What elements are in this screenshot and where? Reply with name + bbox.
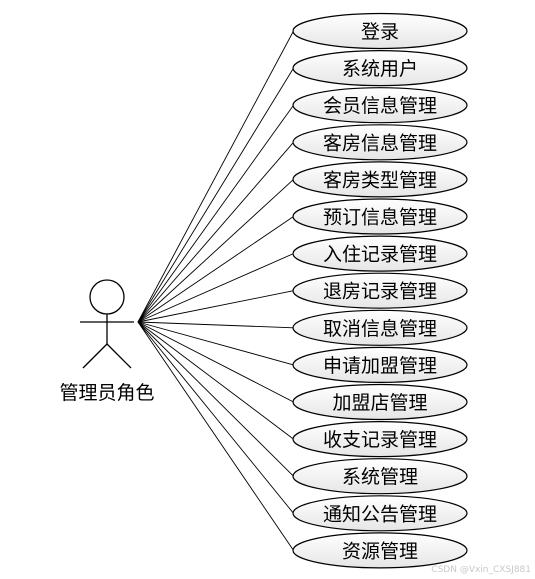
use-case: 通知公告管理 xyxy=(292,495,468,532)
use-case-ellipse xyxy=(292,421,468,458)
use-case: 资源管理 xyxy=(292,532,468,569)
use-case-label: 系统管理 xyxy=(342,466,418,488)
use-case-label: 会员信息管理 xyxy=(323,95,437,117)
association-line xyxy=(137,104,294,323)
use-case-ellipse xyxy=(292,12,468,50)
use-case-label: 系统用户 xyxy=(342,58,418,80)
use-case-ellipse xyxy=(292,458,468,495)
association-line xyxy=(137,321,294,551)
actor-head xyxy=(89,279,125,315)
use-case-list: 登录系统用户会员信息管理客房信息管理客房类型管理预订信息管理入住记录管理退房记录… xyxy=(292,12,468,569)
use-case: 会员信息管理 xyxy=(292,87,468,124)
use-case-ellipse xyxy=(292,532,468,569)
use-case-ellipse xyxy=(292,383,468,421)
association-line xyxy=(137,290,294,323)
use-case: 加盟店管理 xyxy=(292,383,468,421)
association-line xyxy=(137,321,294,366)
actor-label: 管理员角色 xyxy=(59,382,154,404)
use-case-ellipse xyxy=(292,495,468,532)
use-case-ellipse xyxy=(292,87,468,124)
use-case-label: 客房类型管理 xyxy=(323,169,437,191)
actor-figure: 管理员角色 xyxy=(59,279,155,404)
association-line xyxy=(137,321,294,514)
use-case-ellipse xyxy=(292,309,468,346)
use-case-label: 通知公告管理 xyxy=(323,503,437,525)
use-case-label: 入住记录管理 xyxy=(323,244,437,266)
use-case-ellipse xyxy=(292,49,468,87)
use-case-label: 客房信息管理 xyxy=(323,132,437,154)
use-case: 客房类型管理 xyxy=(292,161,468,198)
use-case-label: 登录 xyxy=(361,21,399,43)
actor-leg-right xyxy=(106,343,132,369)
use-case: 客房信息管理 xyxy=(292,124,468,161)
use-case: 系统用户 xyxy=(292,49,468,87)
association-lines xyxy=(137,30,294,551)
association-line xyxy=(137,321,294,440)
watermark: CSDN @Vxin_CXSJ881 xyxy=(431,565,531,575)
use-case: 入住记录管理 xyxy=(292,235,468,272)
use-case: 取消信息管理 xyxy=(292,309,468,346)
use-case: 退房记录管理 xyxy=(292,272,468,309)
use-case-ellipse xyxy=(292,272,468,309)
association-line xyxy=(137,142,294,323)
use-case-ellipse xyxy=(292,124,468,161)
use-case-label: 加盟店管理 xyxy=(332,392,427,414)
use-case: 收支记录管理 xyxy=(292,421,468,458)
use-case-ellipse xyxy=(292,161,468,198)
use-case-label: 预订信息管理 xyxy=(323,207,437,229)
use-case-ellipse xyxy=(292,235,468,272)
use-case: 预订信息管理 xyxy=(292,198,468,235)
association-line xyxy=(137,253,294,323)
use-case-ellipse xyxy=(292,198,468,235)
use-case-label: 资源管理 xyxy=(342,540,418,562)
association-line xyxy=(137,321,294,329)
use-case: 系统管理 xyxy=(292,458,468,495)
association-line xyxy=(137,321,294,403)
association-line xyxy=(137,216,294,323)
use-case-label: 取消信息管理 xyxy=(323,318,437,340)
use-case-ellipse xyxy=(292,346,468,383)
use-case: 申请加盟管理 xyxy=(292,346,468,383)
use-case-label: 收支记录管理 xyxy=(323,429,437,451)
association-line xyxy=(137,321,294,477)
use-case: 登录 xyxy=(292,12,468,50)
use-case-label: 申请加盟管理 xyxy=(323,355,437,377)
association-line xyxy=(137,30,294,323)
actor-leg-left xyxy=(82,343,108,369)
association-line xyxy=(137,67,294,323)
association-line xyxy=(137,179,294,323)
use-case-label: 退房记录管理 xyxy=(323,281,437,303)
